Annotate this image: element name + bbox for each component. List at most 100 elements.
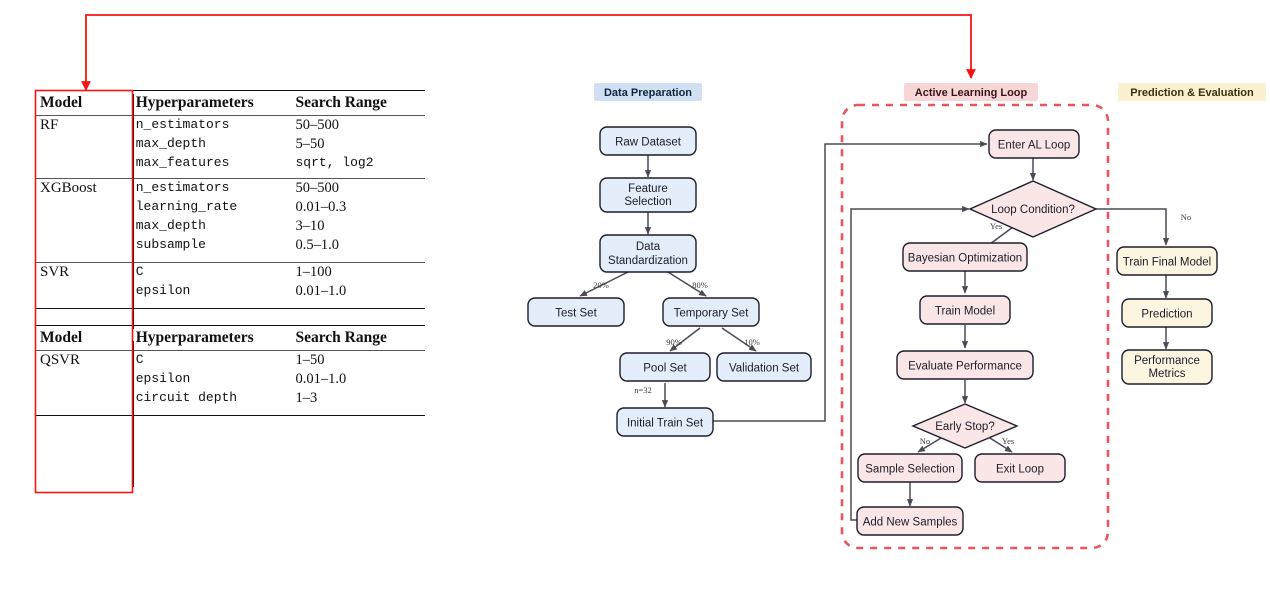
edge-label-temp-split: 80% <box>692 280 708 290</box>
table-row: epsilon 0.01–1.0 <box>35 282 425 301</box>
node-exit-loop[interactable]: Exit Loop <box>974 453 1066 483</box>
table-row: learning_rate 0.01–0.3 <box>35 198 425 217</box>
table-bottom-rule <box>35 415 425 416</box>
node-label: Early Stop? <box>935 421 994 433</box>
cell-hyperparameter: n_estimators <box>135 178 296 198</box>
node-label: Add New Samples <box>863 517 958 529</box>
edge-label-pool-split: 90% <box>666 337 682 347</box>
node-label: Raw Dataset <box>615 137 682 149</box>
table-row: max_depth 5–50 <box>35 135 425 154</box>
node-label: Train Final Model <box>1123 257 1211 269</box>
edge-temporary-to-validation <box>721 327 757 352</box>
cell-hyperparameter: max_depth <box>135 136 206 151</box>
edge-label-test-split: 20% <box>593 280 609 290</box>
node-label: Sample Selection <box>865 464 955 476</box>
node-label-line2: Standardization <box>608 255 688 267</box>
cell-hyperparameter: epsilon <box>135 283 191 298</box>
flow-edge-labels: 20% 80% 90% 10% n=32 Yes No No Yes <box>593 212 1191 446</box>
th-search-range: Search Range <box>295 90 425 116</box>
node-label-line1: Feature <box>628 183 668 195</box>
node-enter-al-loop[interactable]: Enter AL Loop <box>988 129 1080 159</box>
node-label: Bayesian Optimization <box>908 253 1022 265</box>
cell-range: 0.01–0.3 <box>295 199 347 215</box>
node-label: Enter AL Loop <box>998 140 1070 152</box>
edge-initial-train-to-enter-al <box>713 140 988 422</box>
cell-range: 3–10 <box>295 218 325 234</box>
cell-range: 0.01–1.0 <box>295 371 347 387</box>
node-raw-dataset[interactable]: Raw Dataset <box>599 126 697 156</box>
table-row: epsilon 0.01–1.0 <box>35 370 425 389</box>
node-evaluate-performance[interactable]: Evaluate Performance <box>896 350 1034 380</box>
edge-standardization-to-temporary <box>667 271 707 297</box>
node-label: Initial Train Set <box>627 418 704 430</box>
node-label: Train Model <box>935 306 995 318</box>
cell-hyperparameter: n_estimators <box>135 115 296 135</box>
node-validation-set[interactable]: Validation Set <box>716 352 812 382</box>
cell-range: 1–100 <box>295 262 425 282</box>
node-bayesian-optimization[interactable]: Bayesian Optimization <box>902 242 1028 272</box>
node-label: Validation Set <box>729 363 800 375</box>
node-train-model[interactable]: Train Model <box>919 295 1011 325</box>
node-feature-selection[interactable]: Feature Selection <box>599 177 697 213</box>
node-early-stop[interactable]: Early Stop? <box>911 403 1019 449</box>
node-label: Pool Set <box>643 363 687 375</box>
edge-standardization-to-test <box>579 271 629 297</box>
group-label-prediction-evaluation: Prediction & Evaluation <box>1118 83 1266 101</box>
edge-loop-condition-no <box>1096 208 1170 246</box>
cell-range: sqrt, log2 <box>295 155 374 170</box>
table-column-divider <box>133 341 134 487</box>
node-label: Loop Condition? <box>991 204 1075 216</box>
cell-hyperparameter: learning_rate <box>135 199 238 214</box>
edge-temporary-to-pool <box>669 327 701 352</box>
group-label-data-preparation: Data Preparation <box>594 83 702 101</box>
group-label-text: Data Preparation <box>604 87 692 99</box>
th-search-range: Search Range <box>295 325 425 351</box>
group-label-text: Prediction & Evaluation <box>1130 87 1254 99</box>
cell-hyperparameter: epsilon <box>135 371 191 386</box>
node-label: Exit Loop <box>996 464 1044 476</box>
cell-hyperparameter: C <box>135 262 296 282</box>
table-row: subsample 0.5–1.0 <box>35 236 425 255</box>
node-add-new-samples[interactable]: Add New Samples <box>856 506 964 536</box>
edge-label-early-yes: Yes <box>1002 436 1014 446</box>
node-label-line1: Data <box>636 241 661 253</box>
node-label: Test Set <box>555 308 597 320</box>
node-loop-condition[interactable]: Loop Condition? <box>968 180 1098 238</box>
table-bottom-rule <box>35 308 425 309</box>
node-data-standardization[interactable]: Data Standardization <box>599 234 697 273</box>
node-label: Prediction <box>1141 309 1192 321</box>
node-prediction[interactable]: Prediction <box>1121 298 1213 328</box>
edge-label-val-split: 10% <box>744 337 760 347</box>
edge-label-early-no: No <box>920 436 930 446</box>
edge-early-stop-yes <box>989 437 1013 453</box>
cell-hyperparameter: max_depth <box>135 218 206 233</box>
node-pool-set[interactable]: Pool Set <box>619 352 711 382</box>
edge-label-initial-n: n=32 <box>634 385 652 395</box>
cell-hyperparameter: max_features <box>135 155 230 170</box>
cell-range: 0.5–1.0 <box>295 237 339 253</box>
table-column-divider <box>133 94 134 329</box>
node-sample-selection[interactable]: Sample Selection <box>857 453 963 483</box>
edge-early-stop-no <box>917 437 942 453</box>
th-hyperparameters: Hyperparameters <box>135 90 296 116</box>
cell-hyperparameter: subsample <box>135 237 206 252</box>
node-label-line2: Metrics <box>1148 368 1185 380</box>
cell-range: 50–500 <box>295 178 425 198</box>
node-initial-train-set[interactable]: Initial Train Set <box>616 407 714 437</box>
node-temporary-set[interactable]: Temporary Set <box>662 297 760 327</box>
node-performance-metrics[interactable]: Performance Metrics <box>1121 349 1213 385</box>
node-label: Evaluate Performance <box>908 361 1022 373</box>
group-label-active-learning-loop: Active Learning Loop <box>904 83 1038 101</box>
node-label-line1: Performance <box>1134 355 1200 367</box>
node-train-final-model[interactable]: Train Final Model <box>1116 246 1218 276</box>
table-row: circuit depth 1–3 <box>35 389 425 408</box>
node-test-set[interactable]: Test Set <box>527 297 625 327</box>
cell-hyperparameter: circuit depth <box>135 390 238 405</box>
node-label-line2: Selection <box>624 196 671 208</box>
cell-range: 1–3 <box>295 390 318 406</box>
edge-label-loop-no: No <box>1181 212 1191 222</box>
table-row: max_depth 3–10 <box>35 217 425 236</box>
group-label-text: Active Learning Loop <box>915 87 1028 99</box>
cell-range: 1–50 <box>295 350 425 370</box>
